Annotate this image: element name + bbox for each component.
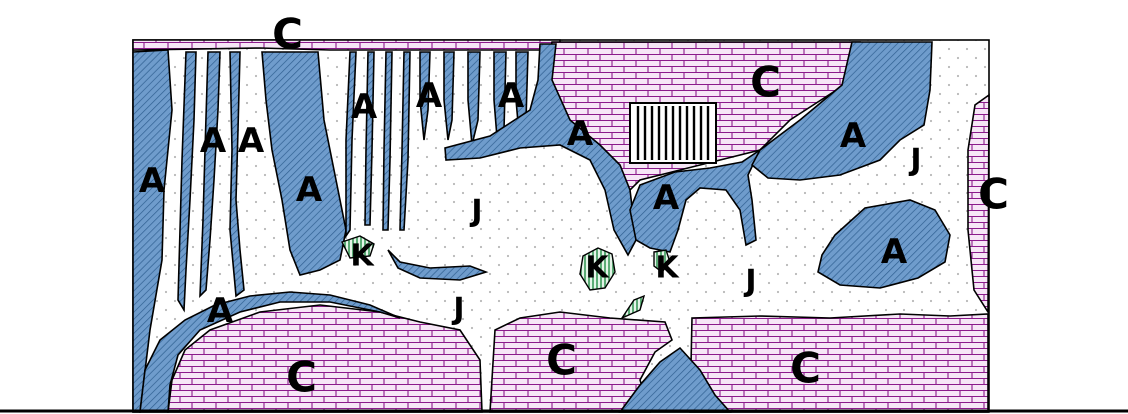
label-c-top: C <box>272 10 304 59</box>
label-a-strand-1: A <box>200 121 227 161</box>
label-a-upper-tongue: A <box>567 114 594 154</box>
label-j-right-1: J <box>908 143 921 178</box>
label-c-bottom-right: C <box>790 344 822 393</box>
mine-grate-icon <box>630 103 716 163</box>
label-a-top-strands-1: A <box>416 76 443 116</box>
label-c-right: C <box>978 170 1010 219</box>
label-k-center: K <box>585 251 610 286</box>
label-a-bottom-left: A <box>207 291 234 331</box>
label-c-bottom-middle: C <box>546 336 578 385</box>
label-k-left: K <box>350 239 375 274</box>
label-j-center: J <box>469 194 482 229</box>
label-a-thin-strands: A <box>351 87 378 127</box>
label-a-strand-2: A <box>238 121 265 161</box>
label-a-left: A <box>139 161 166 201</box>
label-j-right-2: J <box>743 264 756 299</box>
label-k-right: K <box>655 251 680 286</box>
unit-c-bottom-right <box>690 314 988 412</box>
unit-c-top-strip <box>133 40 560 50</box>
label-a-upper-right: A <box>840 116 867 156</box>
label-a-top-strands-2: A <box>498 76 525 116</box>
label-c-top-block: C <box>750 58 782 107</box>
label-a-central: A <box>653 178 680 218</box>
label-a-large-column: A <box>296 170 323 210</box>
label-c-bottom-left: C <box>286 353 318 402</box>
label-j-lower: J <box>451 292 464 327</box>
label-a-right-lens: A <box>881 232 908 272</box>
